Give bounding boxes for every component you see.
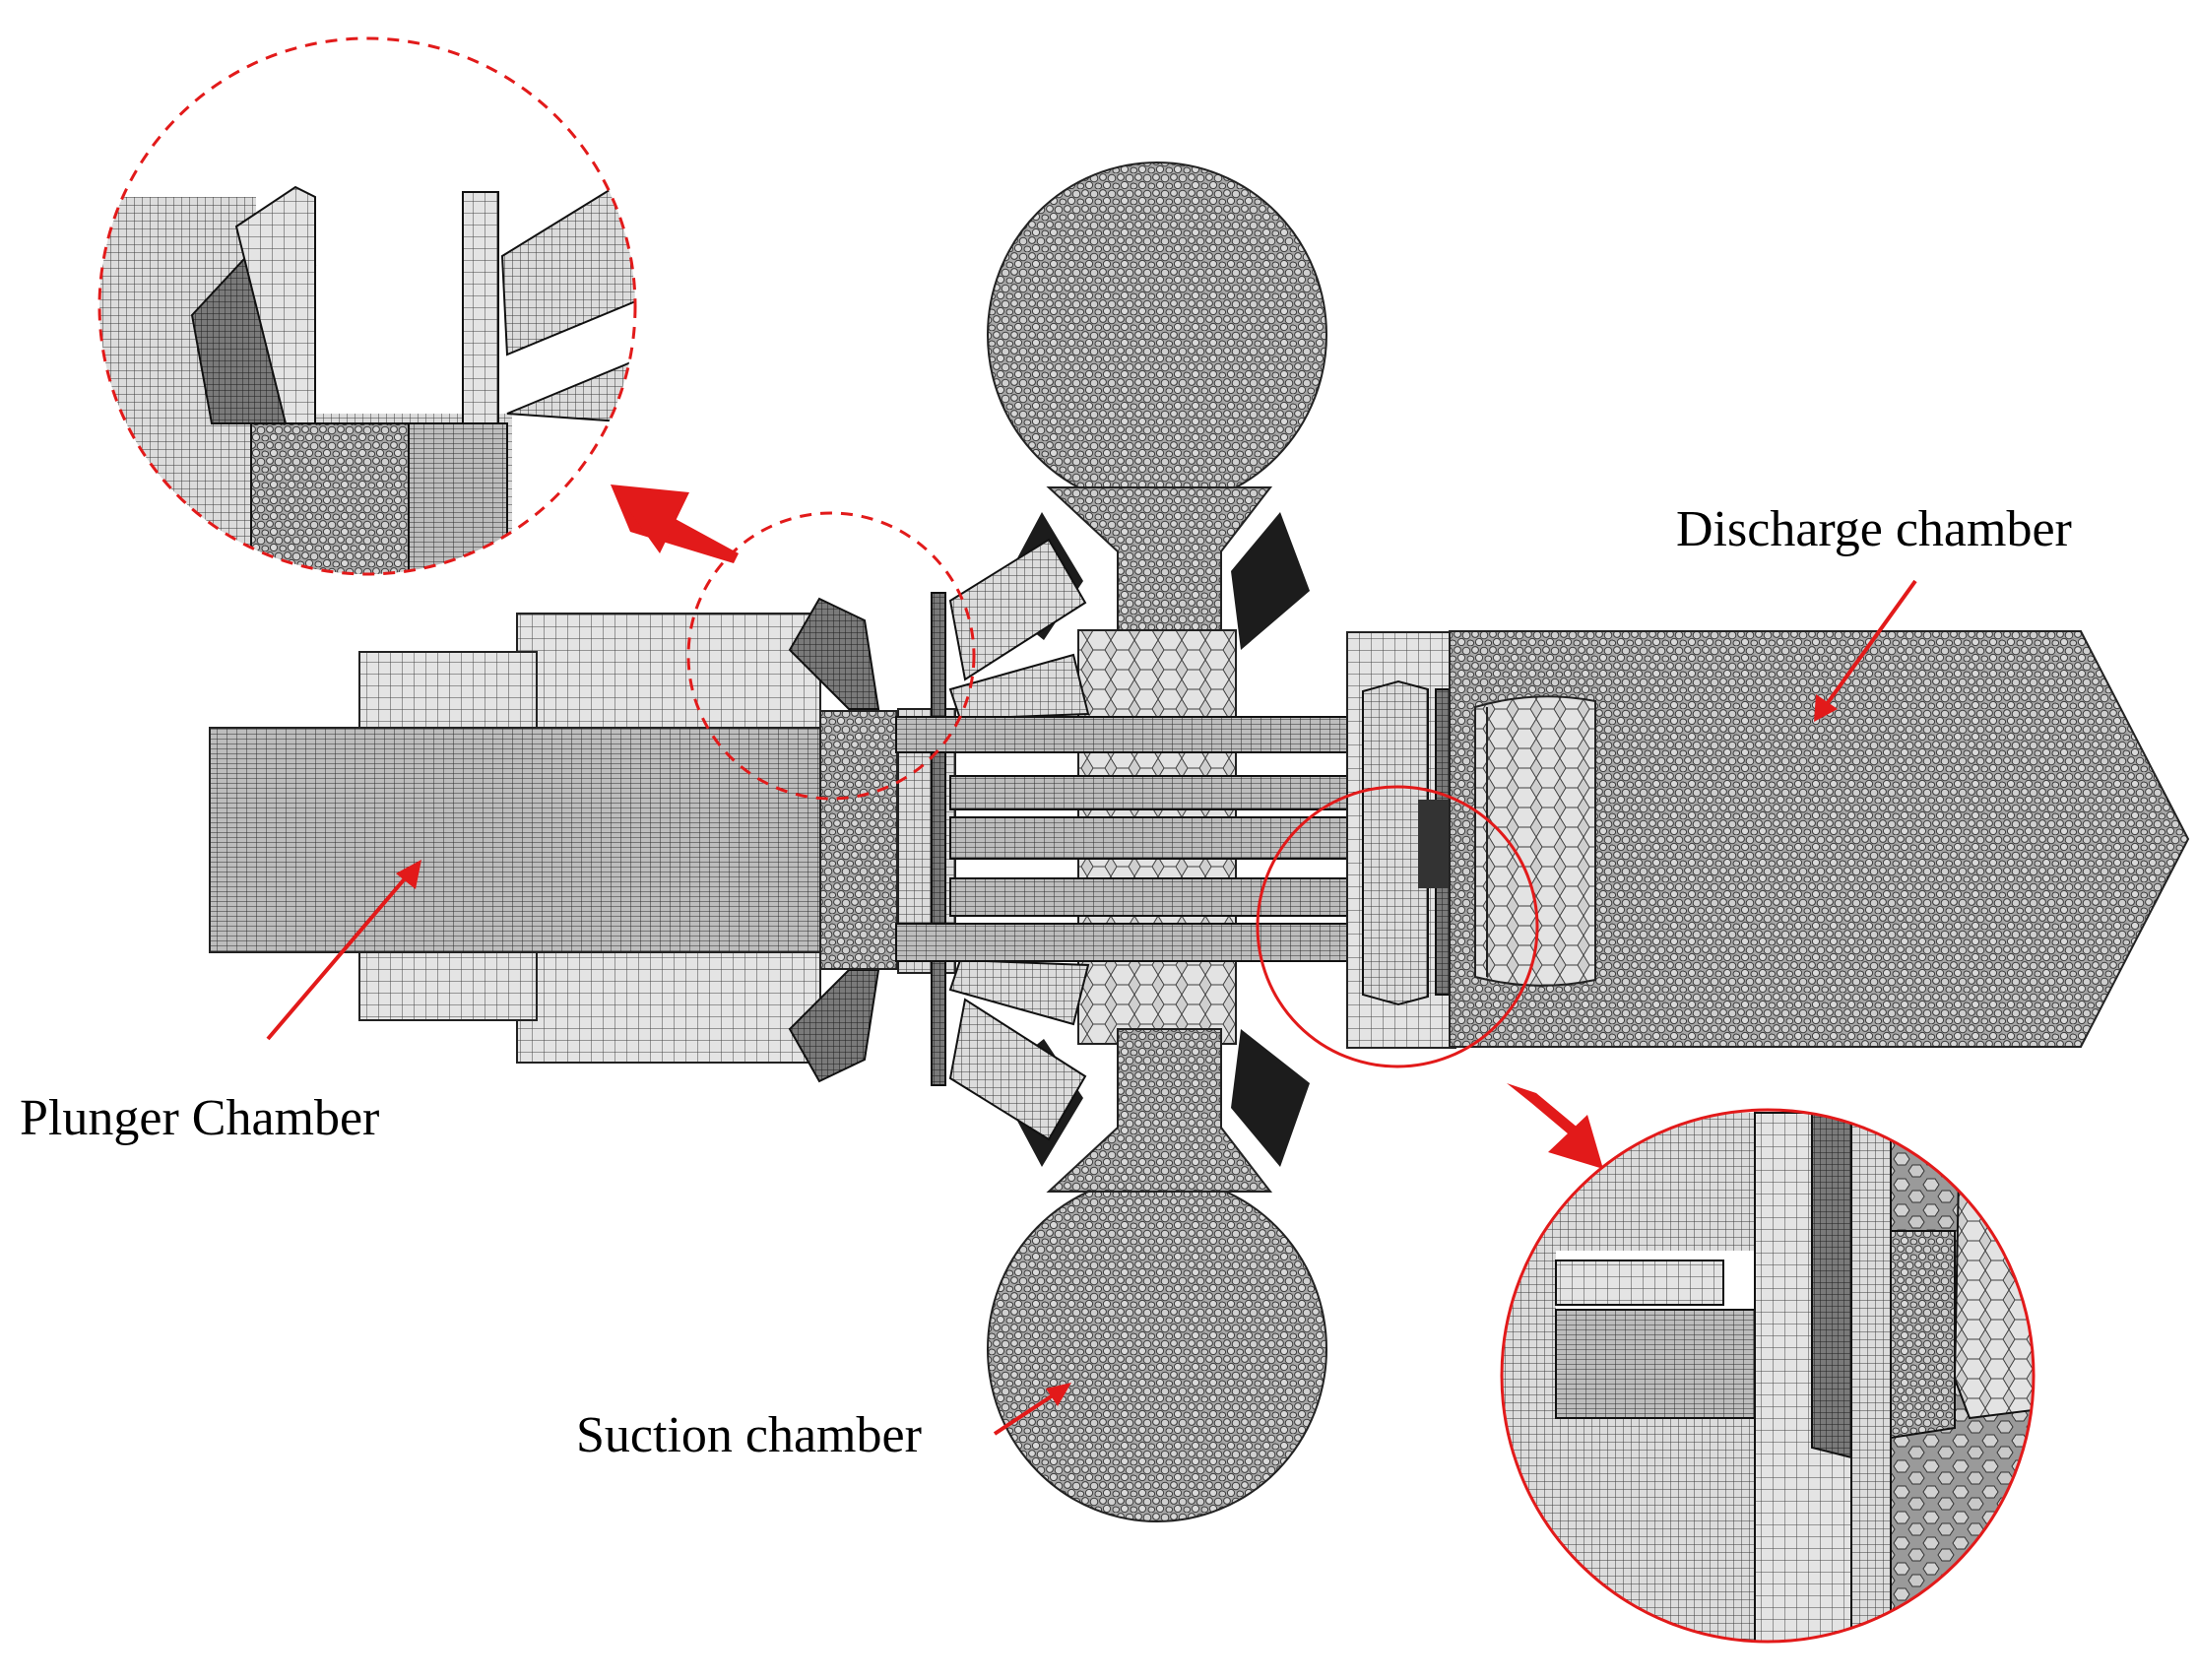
flow-channels (895, 716, 1370, 962)
pointer-plunger (266, 860, 421, 1041)
zoom-inset-valve-inlet (97, 36, 637, 576)
label-plunger-chamber: Plunger Chamber (20, 1090, 380, 1146)
callout-circle-discharge (1256, 785, 1539, 1068)
inlet-holes (948, 538, 1090, 1141)
arrow-to-inset-bottom-head (1548, 1115, 1603, 1169)
arrow-to-inset-top-head (611, 485, 689, 553)
callout-circle-inlet (686, 511, 976, 801)
discharge-chamber-mesh (1449, 630, 2190, 1048)
label-suction-chamber: Suction chamber (576, 1407, 922, 1463)
zoom-inset-discharge-valve (1500, 1108, 2036, 1644)
discharge-valve-assembly (1346, 631, 1457, 1049)
pointer-suction (993, 1383, 1071, 1436)
plunger-chamber-mesh (209, 613, 821, 1064)
suction-chamber-mesh (987, 162, 1327, 1522)
label-discharge-chamber: Discharge chamber (1676, 501, 2072, 557)
pointer-discharge (1814, 579, 1917, 722)
